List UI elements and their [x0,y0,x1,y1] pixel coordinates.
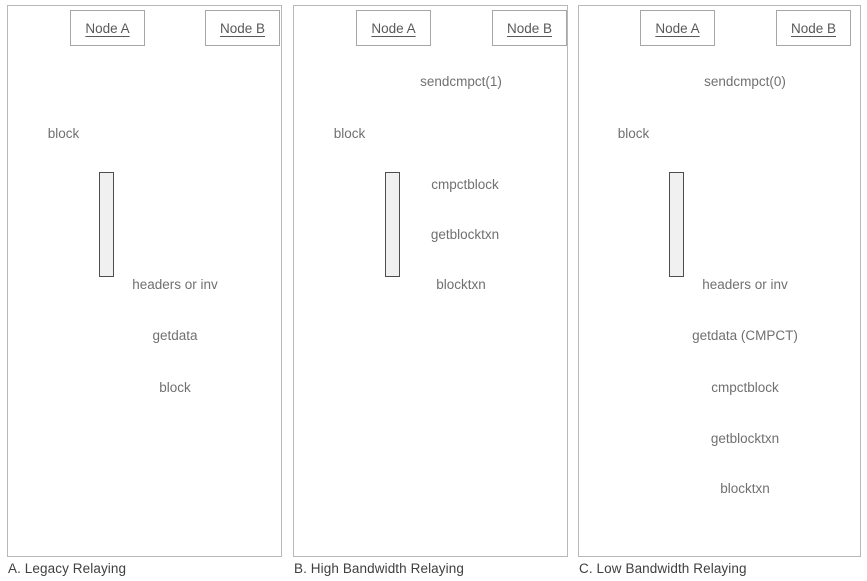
panel-b [293,5,568,557]
message-label: block [159,380,191,395]
participant-label: Node A [655,20,700,36]
message-label: headers or inv [702,277,788,292]
participant-label: Node A [85,20,130,36]
panel-c [578,5,861,557]
participant-box-node-b: Node B [492,10,567,46]
activation-bar [669,172,684,277]
participant-label: Node B [506,20,553,36]
participant-label: Node B [790,20,837,36]
message-label: getdata (CMPCT) [692,328,798,343]
panel-caption-c: C. Low Bandwidth Relaying [579,561,747,576]
participant-label: Node B [219,20,266,36]
message-label: block [617,126,650,141]
message-label: cmpctblock [711,380,779,395]
message-label: headers or inv [132,277,218,292]
panel-a [7,5,282,557]
participant-box-node-b: Node B [205,10,280,46]
message-label: cmpctblock [431,177,499,192]
message-label: block [47,126,80,141]
activation-bar [99,172,114,277]
panel-caption-b: B. High Bandwidth Relaying [294,561,464,576]
message-label: getblocktxn [710,431,780,446]
message-label: getblocktxn [430,227,500,242]
participant-label: Node A [371,20,416,36]
message-label: sendcmpct(0) [704,74,786,89]
activation-bar [385,172,400,277]
participant-box-node-a: Node A [640,10,715,46]
message-label: blocktxn [436,277,486,292]
message-label: sendcmpct(1) [420,74,502,89]
message-label: blocktxn [720,481,770,496]
message-label: block [333,126,366,141]
panel-caption-a: A. Legacy Relaying [8,561,127,576]
participant-box-node-a: Node A [70,10,145,46]
message-label: getdata [152,328,198,343]
participant-box-node-a: Node A [356,10,431,46]
participant-box-node-b: Node B [776,10,851,46]
